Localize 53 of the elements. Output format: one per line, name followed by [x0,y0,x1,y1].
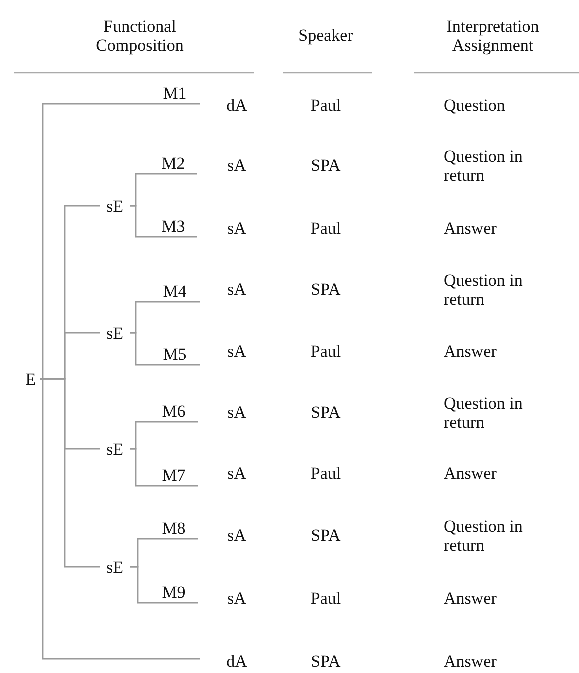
tree-line [130,205,197,238]
column-header: Speaker [298,26,354,46]
table-cell-text: sA [226,342,248,362]
table-cell-text: SPA [310,280,342,300]
table-cell-text: Question in return [444,394,524,433]
branch-label: M8 [150,517,198,539]
tree-line [130,332,200,366]
node-label: E [22,368,40,390]
table-cell-text: sA [226,156,248,176]
table-cell-text: Question in return [444,516,524,556]
node-label: sE [100,438,130,460]
table-cell-text: sA [226,464,248,484]
table-cell-text: Paul [310,96,342,116]
branch-label: M3 [150,215,197,237]
table-cell-text: Question [444,96,506,116]
table-cell-text: Question in return [444,146,524,186]
branch-label: M1 [150,82,200,104]
table-cell-text: Paul [310,342,342,362]
table-cell-text: Answer [444,464,498,484]
table-cell-text: Answer [444,652,498,672]
table-cell-text: Answer [444,342,498,362]
tree-line [130,448,198,487]
node-label: sE [100,556,130,578]
node-label: sE [100,322,130,344]
table-cell-text: Answer [444,589,498,609]
branch-label: M4 [150,280,200,302]
branch-label: M7 [150,464,198,486]
tree-line [130,566,198,604]
table-cell-text: dA [226,652,248,672]
table-cell-text: SPA [310,403,342,423]
node-label: sE [100,195,130,217]
table-cell-text: SPA [310,652,342,672]
branch-label: M5 [150,343,200,365]
table-cell-text: Paul [310,464,342,484]
branch-label: M2 [150,152,197,174]
table-cell-text: Paul [310,589,342,609]
tree-line [40,378,200,660]
branch-label: M6 [150,400,198,422]
branch-label: M9 [150,581,198,603]
table-cell-text: sA [226,219,248,239]
table-cell-text: Question in return [444,270,524,310]
table-cell-text: SPA [310,526,342,546]
table-cell-text: sA [226,526,248,546]
table-cell-text: SPA [310,156,342,176]
tree-line [40,103,200,380]
table-cell-text: sA [226,280,248,300]
table-cell-text: Answer [444,219,498,239]
column-header: Functional Composition [95,16,185,56]
column-header: Interpretation Assignment [446,16,540,56]
table-cell-text: sA [226,589,248,609]
table-cell-text: Paul [310,219,342,239]
table-cell-text: dA [226,96,248,116]
table-cell-text: sA [226,403,248,423]
